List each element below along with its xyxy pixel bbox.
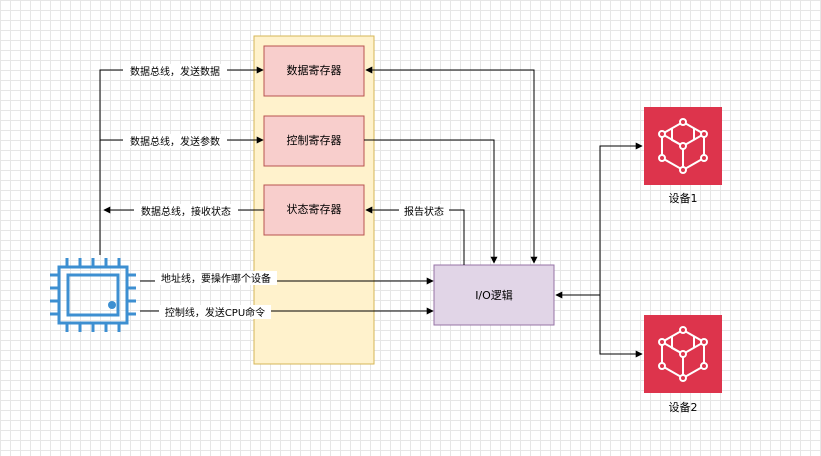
io-logic-label: I/O逻辑 xyxy=(475,288,513,302)
device2-edge xyxy=(599,295,643,358)
report-edge xyxy=(365,206,465,265)
device-1-label: 设备1 xyxy=(669,191,698,205)
device-lines xyxy=(555,142,643,358)
device-cube-icon xyxy=(644,107,722,185)
device-2[interactable]: 设备2 xyxy=(644,315,722,414)
data-register-label: 数据寄存器 xyxy=(287,63,342,77)
status-register[interactable]: 状态寄存器 xyxy=(263,184,365,236)
control-register-io-edge xyxy=(364,139,498,264)
control-label: 控制线，发送CPU命令 xyxy=(165,306,265,319)
status-register-label: 状态寄存器 xyxy=(287,202,342,216)
param-send-label: 数据总线，发送参数 xyxy=(130,135,220,148)
cpu-chip-icon[interactable] xyxy=(50,258,136,332)
device-cube-icon xyxy=(644,315,722,393)
data-register-io-edge xyxy=(365,66,538,264)
device1-edge xyxy=(599,142,643,295)
address-label: 地址线，要操作哪个设备 xyxy=(161,272,271,285)
io-logic-box[interactable]: I/O逻辑 xyxy=(433,264,555,326)
status-recv-label: 数据总线，接收状态 xyxy=(141,205,231,218)
device-1[interactable]: 设备1 xyxy=(644,107,722,205)
control-register[interactable]: 控制寄存器 xyxy=(263,115,365,167)
report-label: 报告状态 xyxy=(404,205,444,218)
data-register[interactable]: 数据寄存器 xyxy=(263,45,365,97)
edge-labels: 数据总线，发送数据 数据总线，发送参数 数据总线，接收状态 地址线，要操作哪个设… xyxy=(123,64,449,319)
data-send-label: 数据总线，发送数据 xyxy=(130,65,220,78)
control-register-label: 控制寄存器 xyxy=(287,133,342,147)
data-send-edge xyxy=(99,66,264,255)
register-io-lines xyxy=(364,66,538,265)
device-2-label: 设备2 xyxy=(669,400,698,414)
